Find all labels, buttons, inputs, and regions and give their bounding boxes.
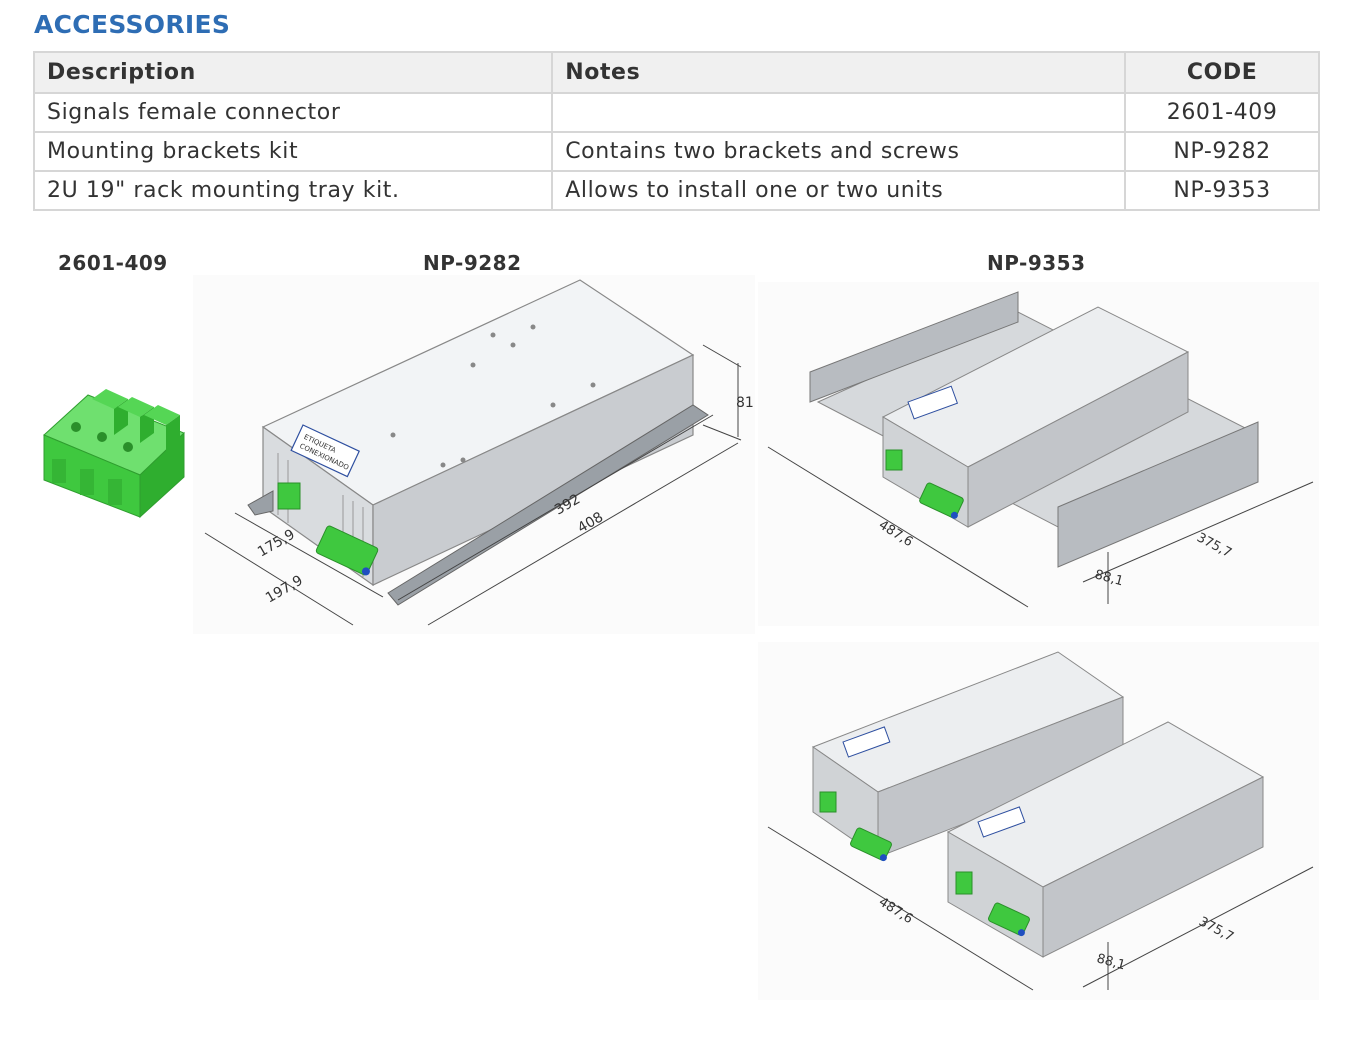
cell-description: Mounting brackets kit bbox=[32, 131, 554, 172]
tray-dim-width: 375,7 bbox=[1194, 530, 1234, 561]
tray-dim-depth: 487,6 bbox=[876, 518, 916, 550]
tray-dim-height: 88,1 bbox=[1093, 567, 1125, 589]
tray2-dim-height: 88,1 bbox=[1095, 951, 1127, 973]
table-row: Signals female connector 2601-409 bbox=[32, 92, 1320, 133]
cell-notes: Allows to install one or two units bbox=[551, 170, 1127, 211]
cell-notes: Contains two brackets and screws bbox=[551, 131, 1127, 172]
dim-height: 81 bbox=[736, 395, 754, 411]
table-header-row: Description Notes CODE bbox=[32, 51, 1320, 94]
header-description: Description bbox=[32, 51, 554, 94]
dim-width-outer: 197,9 bbox=[263, 573, 306, 607]
section-title: ACCESSORIES bbox=[34, 10, 231, 39]
header-code: CODE bbox=[1124, 51, 1320, 94]
cell-description: Signals female connector bbox=[32, 92, 554, 133]
tray2-dim-width: 375,7 bbox=[1196, 914, 1236, 945]
table-row: 2U 19" rack mounting tray kit. Allows to… bbox=[32, 170, 1320, 211]
connector-image bbox=[43, 389, 185, 519]
dim-width-inner: 175,9 bbox=[255, 527, 298, 561]
table-row: Mounting brackets kit Contains two brack… bbox=[32, 131, 1320, 172]
cell-code: NP-9353 bbox=[1124, 170, 1320, 211]
brackets-figure-label: NP-9282 bbox=[423, 251, 522, 275]
tray-two-units-image: 487,6 375,7 88,1 bbox=[758, 642, 1319, 1000]
tray-figure-label: NP-9353 bbox=[987, 251, 1086, 275]
cell-code: NP-9282 bbox=[1124, 131, 1320, 172]
tray2-dim-depth: 487,6 bbox=[876, 895, 916, 927]
header-notes: Notes bbox=[551, 51, 1127, 94]
tray-image: 487,6 375,7 88,1 bbox=[758, 282, 1319, 626]
cell-code: 2601-409 bbox=[1124, 92, 1320, 133]
brackets-image: ETIQUETA CONEXIONADO 81 392 408 175,9 19… bbox=[193, 275, 755, 634]
cell-notes bbox=[551, 92, 1127, 133]
dim-length-outer: 408 bbox=[575, 509, 606, 536]
accessories-table: Description Notes CODE Signals female co… bbox=[32, 51, 1320, 211]
cell-description: 2U 19" rack mounting tray kit. bbox=[32, 170, 554, 211]
connector-figure-label: 2601-409 bbox=[58, 251, 168, 275]
